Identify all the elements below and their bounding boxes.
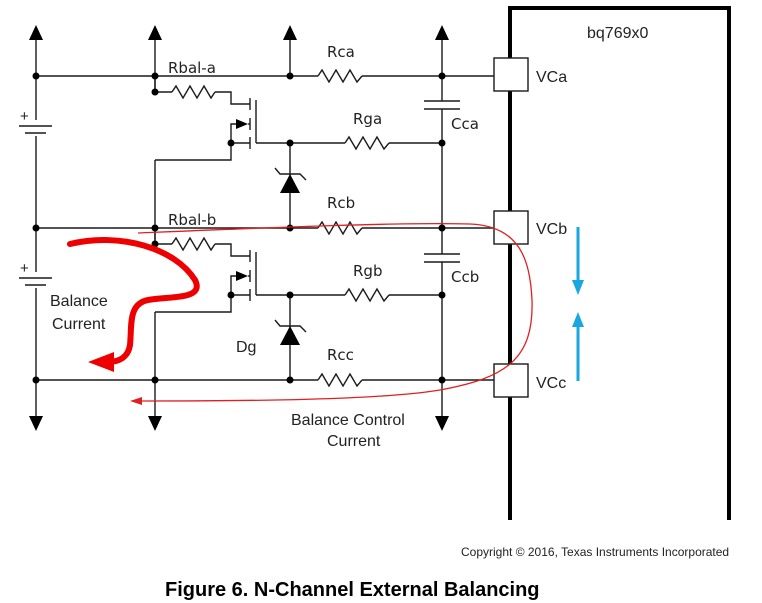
balance-control-arrowhead-icon bbox=[130, 397, 142, 405]
zener-diode-a bbox=[274, 167, 307, 193]
balance-current-label-line2: Current bbox=[52, 316, 106, 333]
mosfet-body-arrow-icon bbox=[236, 119, 248, 129]
capacitor-cca bbox=[424, 100, 460, 110]
supply-up-arrow-icon bbox=[283, 25, 297, 40]
zener-diode-icon bbox=[280, 174, 300, 193]
figure-caption: Figure 6. N-Channel External Balancing bbox=[165, 579, 540, 601]
resistor-rcc bbox=[317, 372, 363, 388]
ic-name-label: bq769x0 bbox=[587, 25, 648, 42]
pin-box-vca bbox=[493, 57, 529, 92]
ground-down-arrow-icon bbox=[29, 416, 43, 431]
ic-outline bbox=[508, 6, 731, 520]
label-cca: Cca bbox=[451, 115, 479, 133]
pin-box-vcc bbox=[493, 363, 529, 398]
pin-vca: VCa bbox=[493, 57, 567, 92]
balance-control-label-line1: Balance Control bbox=[291, 412, 405, 429]
zener-diode-b bbox=[274, 319, 307, 345]
copyright-notice: Copyright © 2016, Texas Instruments Inco… bbox=[461, 545, 729, 559]
pin-vcb: VCb bbox=[493, 210, 567, 245]
supply-up-arrow-icon bbox=[435, 25, 449, 40]
component-labels: Rbal-a Rbal-b Rca Rcb Rcc Rga Rgb Cca Cc… bbox=[168, 43, 479, 364]
battery-cell-b: + bbox=[19, 260, 52, 286]
resistor-rcb bbox=[317, 220, 363, 236]
label-rbal-b: Rbal-b bbox=[168, 211, 216, 229]
battery-cell-a: + bbox=[19, 108, 52, 134]
junction-dots bbox=[32, 72, 446, 384]
label-dg: Dg bbox=[236, 339, 256, 356]
balance-current-arrowhead-icon bbox=[88, 352, 114, 372]
balance-current-arrow: Balance Current bbox=[50, 237, 200, 372]
ground-arrows bbox=[29, 416, 449, 431]
label-rca: Rca bbox=[327, 43, 355, 61]
blue-down-arrow-icon bbox=[572, 280, 584, 295]
zener-diode-icon bbox=[280, 326, 300, 345]
mosfet-a bbox=[236, 98, 257, 149]
resistor-rca bbox=[317, 68, 363, 84]
label-rbal-a: Rbal-a bbox=[168, 59, 216, 77]
capacitor-ccb bbox=[424, 253, 460, 263]
battery-plus-label: + bbox=[20, 260, 29, 277]
pin-label-vca: VCa bbox=[536, 69, 567, 86]
label-rgb: Rgb bbox=[353, 262, 382, 280]
pin-label-vcc: VCc bbox=[536, 375, 566, 392]
resistor-rgb bbox=[344, 287, 390, 303]
supply-up-arrow-icon bbox=[148, 25, 162, 40]
label-ccb: Ccb bbox=[451, 268, 479, 286]
ic-bq769x0: bq769x0 bbox=[508, 6, 731, 520]
balance-control-label-line2: Current bbox=[327, 433, 381, 450]
ground-down-arrow-icon bbox=[435, 416, 449, 431]
mosfet-body-arrow-icon bbox=[236, 271, 248, 281]
resistor-rbal-b bbox=[171, 236, 216, 252]
label-rga: Rga bbox=[353, 110, 382, 128]
voltage-indicator-arrows bbox=[572, 227, 584, 381]
pin-label-vcb: VCb bbox=[536, 221, 567, 238]
resistor-rga bbox=[344, 135, 390, 151]
balance-control-current-path: Balance Control Current bbox=[130, 222, 533, 450]
ground-down-arrow-icon bbox=[148, 416, 162, 431]
supply-arrows bbox=[29, 25, 449, 40]
battery-plus-label: + bbox=[20, 108, 29, 125]
blue-up-arrow-icon bbox=[572, 312, 584, 327]
label-rcc: Rcc bbox=[327, 346, 354, 364]
resistor-rbal-a bbox=[171, 84, 216, 100]
label-rcb: Rcb bbox=[327, 194, 355, 212]
mosfet-b bbox=[236, 250, 257, 301]
supply-up-arrow-icon bbox=[29, 25, 43, 40]
balance-current-label-line1: Balance bbox=[50, 293, 108, 310]
pin-vcc: VCc bbox=[493, 363, 566, 398]
